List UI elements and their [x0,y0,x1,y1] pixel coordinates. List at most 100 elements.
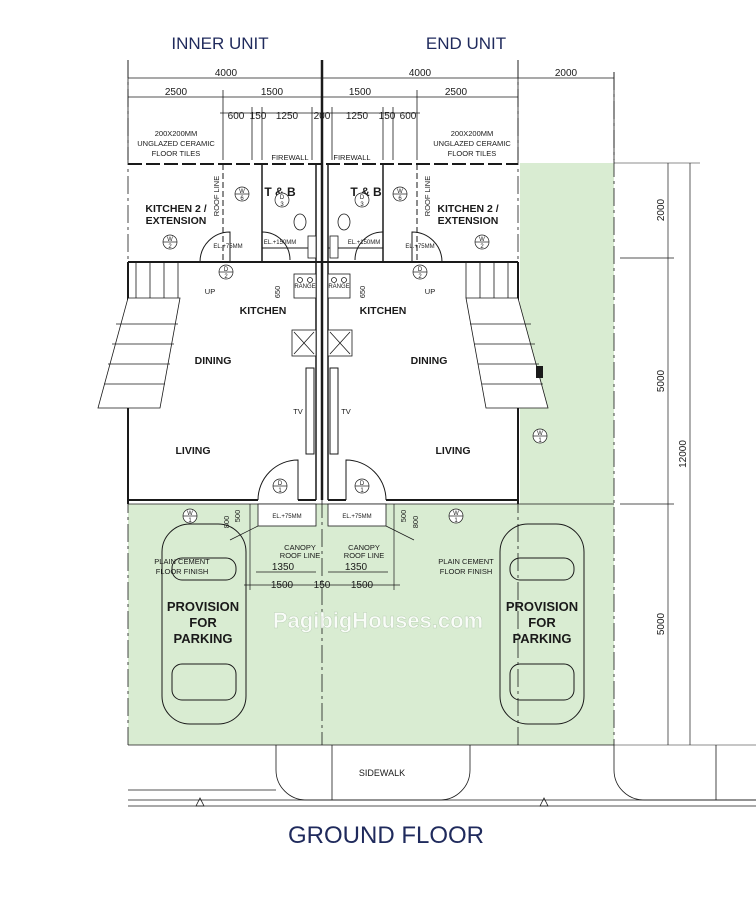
kitchen2-inner-1: KITCHEN 2 / [145,203,206,215]
tag-w1-inner-a: W [187,511,193,517]
dim-500-inner: 500 [233,510,242,523]
front-dim-lines [229,504,415,590]
tile-note-end-3: FLOOR TILES [448,149,497,158]
el75-inner-back: EL.+75MM [213,244,242,250]
roof-line-inner: ROOF LINE [212,176,221,216]
living-end: LIVING [435,445,470,457]
front-porch [257,503,387,527]
tb-inner: T & B [264,185,296,199]
tag-d1-inner-a: D [278,481,283,487]
tv-label-inner: TV [293,407,303,416]
fixtures [291,213,353,357]
tag-w1-end-b: 1 [454,518,458,524]
tile-note-inner-1: 200X200MM [155,129,198,138]
firewall-label-inner: FIREWALL [271,153,308,162]
tag-d1-inner-b: 1 [278,488,282,494]
dim-1350-inner: 1350 [272,562,295,573]
kitchen2-end-1: KITCHEN 2 / [437,203,498,215]
tag-d3-end-b: 3 [360,202,364,208]
dim-2500-inner: 2500 [165,87,188,98]
tag-w6-end-a: W [397,189,403,195]
end-unit-header: END UNIT [426,34,506,53]
tile-note-inner-3: FLOOR TILES [152,149,201,158]
el150-end: EL.+150MM [348,240,381,246]
tag-w1-inner-b: 1 [188,518,192,524]
canopy-inner-1: CANOPY [284,543,316,552]
dining-end: DINING [411,355,448,367]
side-yard [520,163,614,504]
firewall-label-end: FIREWALL [333,153,370,162]
tile-note-end-2: UNGLAZED CERAMIC [433,139,511,148]
tag-w6-inner-a: W [239,189,245,195]
dim-1500-end: 1500 [349,87,372,98]
dim-2500-end: 2500 [445,87,468,98]
tag-w1-end-a: W [453,511,459,517]
stair-end [465,297,549,409]
kitchen-end: KITCHEN [360,305,407,317]
el75-end-back: EL.+75MM [405,244,434,250]
tag-text: W 6 W 6 W 2 W 2 D 2 D 2 D 3 D 3 D 1 D 1 … [167,189,543,524]
top-dim-text: 4000 4000 2000 2500 1500 1500 2500 600 1… [165,68,578,122]
dim-2000-side: 2000 [555,68,578,79]
parking-inner-1: PROVISION [167,599,239,614]
cement-end-1: PLAIN CEMENT [438,557,494,566]
tag-w2-inner-b: 2 [168,244,172,250]
dim-150-end: 150 [379,111,396,122]
kitchen2-end-2: EXTENSION [438,215,499,227]
canopy-end-2: ROOF LINE [344,551,384,560]
cars [161,523,585,725]
range-label-end: RANGE [328,284,349,290]
dim-right-12000: 12000 [678,440,689,468]
dining-inner: DINING [195,355,232,367]
cement-inner-1: PLAIN CEMENT [154,557,210,566]
front-notes: CANOPY ROOF LINE CANOPY ROOF LINE PLAIN … [154,543,494,576]
living-inner: LIVING [175,445,210,457]
dim-800-inner: 800 [222,516,231,529]
dim-4000-inner: 4000 [215,68,238,79]
tag-d3-end-a: D [360,195,365,201]
dim-650-end: 650 [358,286,367,299]
tile-note-end-1: 200X200MM [451,129,494,138]
tag-w2-end-a: W [479,237,485,243]
tags [162,186,548,524]
plan-title: GROUND FLOOR [288,822,484,849]
tag-d3-inner-b: 3 [280,202,284,208]
room-labels: T & B T & B KITCHEN 2 / EXTENSION KITCHE… [145,185,498,457]
tag-d2-inner-b: 2 [224,274,228,280]
el150-inner: EL.+150MM [264,240,297,246]
tv-label-end: TV [341,407,351,416]
dim-800-end: 800 [411,516,420,529]
front-yard [128,504,614,745]
right-dim-lines [620,163,691,745]
cement-end-2: FLOOR FINISH [440,567,493,576]
dim-500-end: 500 [399,510,408,523]
tag-w6-end-b: 6 [398,196,402,202]
parking-end-2: FOR [528,615,556,630]
inner-unit-header: INNER UNIT [171,34,268,53]
tile-note-inner-2: UNGLAZED CERAMIC [137,139,215,148]
dim-1250-end: 1250 [346,111,369,122]
tag-d1-end-a: D [360,481,365,487]
dim-right-2000: 2000 [656,198,667,221]
up-label-inner: UP [205,287,215,296]
tag-w6-inner-b: 6 [240,196,244,202]
cement-inner-2: FLOOR FINISH [156,567,209,576]
parking-inner-3: PARKING [174,631,233,646]
stairs [97,262,549,409]
canopy-end-1: CANOPY [348,543,380,552]
kitchen2-inner-2: EXTENSION [146,215,207,227]
tag-d2-end-a: D [418,267,423,273]
dim-600-inner: 600 [228,111,245,122]
parking-inner-2: FOR [189,615,217,630]
dim-1350-end: 1350 [345,562,368,573]
parking-end-3: PARKING [513,631,572,646]
el75-end-front: EL.+75MM [342,514,371,520]
range-label-inner: RANGE [294,284,315,290]
dim-650-inner: 650 [273,286,282,299]
dim-150-front: 150 [314,580,331,591]
tag-w2-end-b: 2 [480,244,484,250]
dim-1500-front-inner: 1500 [271,580,294,591]
dim-right-5000a: 5000 [656,369,667,392]
canopy-inner-2: ROOF LINE [280,551,320,560]
